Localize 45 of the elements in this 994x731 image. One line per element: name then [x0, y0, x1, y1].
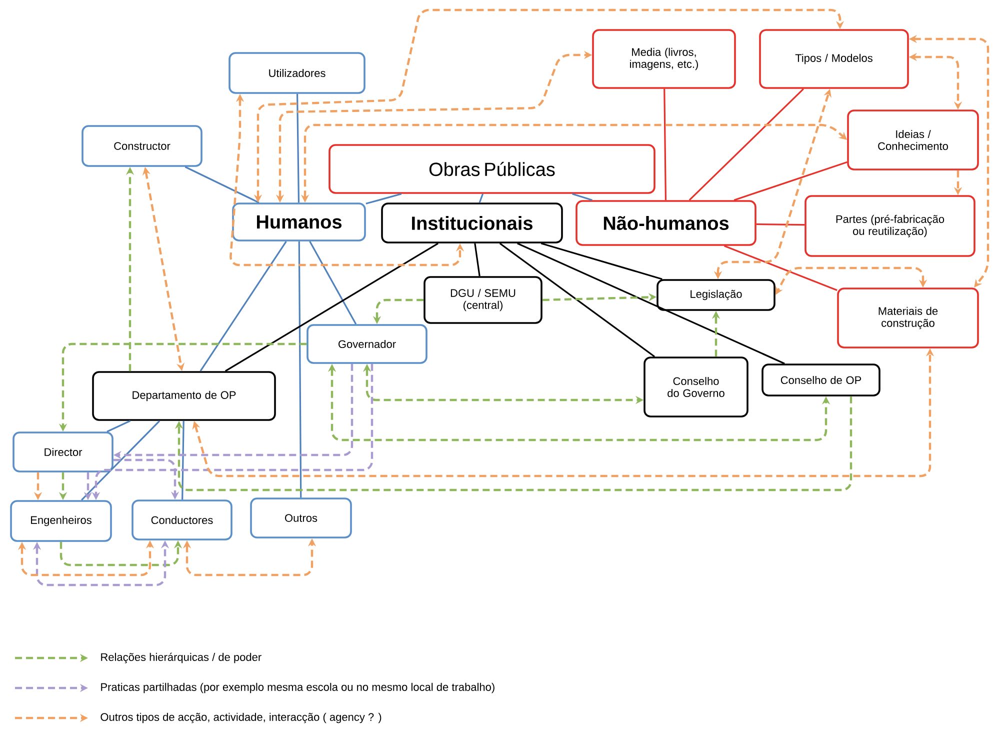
actor-box: Tipos / Modelos: [759, 29, 909, 89]
connector-line: [478, 194, 484, 203]
connector-line: [499, 242, 656, 358]
actor-box: Director: [12, 432, 114, 472]
actor-box: Constructor: [82, 125, 202, 167]
actor-box: Departamento de OP: [92, 371, 276, 421]
actor-box: Materiais de construção: [837, 288, 979, 348]
dashed-arrow: [174, 396, 852, 492]
actor-box: Media (livros, imagens, etc.): [592, 29, 736, 89]
actor-box: Engenheiros: [10, 500, 112, 542]
connector-line: [224, 242, 438, 372]
actor-box: Utilizadores: [228, 52, 366, 94]
connector-line: [81, 420, 160, 501]
actor-box: Conselho do Governo: [644, 356, 748, 418]
connector-line: [184, 166, 260, 204]
connector-line: [540, 242, 662, 280]
connector-line: [664, 88, 667, 200]
legend-text: Praticas partilhadas (por exemplo mesma escola ou no mesmo local de trabalho): [101, 682, 494, 694]
actor-box: Conductores: [132, 500, 232, 540]
category-box: Não-humanos: [576, 200, 756, 246]
connector-line: [309, 241, 357, 324]
connector-line: [734, 161, 848, 201]
connector-line: [756, 223, 805, 226]
actor-box: Ideias / Conhecimento: [847, 110, 979, 170]
legend-text: Relações hierárquicas / de poder: [101, 652, 262, 664]
actor-box: Legislação: [656, 279, 776, 311]
connector-line: [517, 242, 785, 364]
actor-box: Conselho de OP: [762, 364, 880, 396]
connector-line: [688, 88, 804, 201]
title-box: Obras Públicas: [328, 144, 656, 194]
legend-text: Outros tipos de acção, actividade, interacção ( agency ? ): [100, 712, 382, 724]
actor-box: DGU / SEMU (central): [424, 276, 542, 324]
connector-line: [298, 241, 302, 498]
connector-line: [200, 240, 287, 372]
actor-box: Partes (pré-fabricação ou reutilização): [804, 195, 976, 257]
connector-line: [106, 420, 131, 432]
category-box: Institucionais: [381, 202, 563, 244]
actor-box: Governador: [306, 324, 428, 364]
connector-line: [474, 243, 480, 276]
category-box: Humanos: [232, 202, 366, 242]
connector-line: [296, 94, 300, 203]
connector-line: [182, 420, 184, 500]
connector-line: [724, 245, 838, 291]
connector-line: [572, 193, 592, 201]
actor-box: Outros: [250, 498, 352, 538]
